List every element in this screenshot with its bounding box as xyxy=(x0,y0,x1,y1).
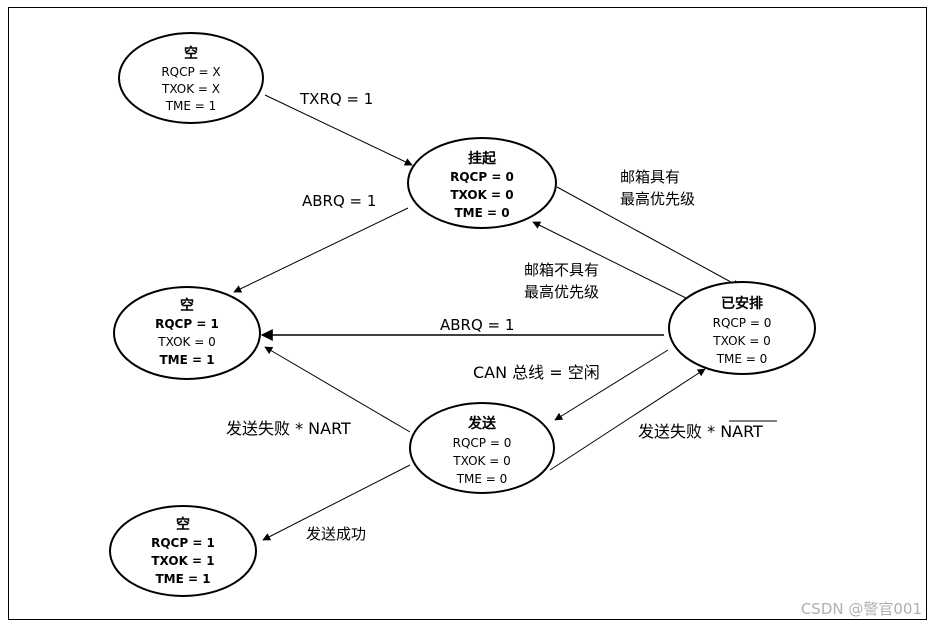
diagram-frame xyxy=(8,7,927,620)
label-highest-priority-2: 最高优先级 xyxy=(620,190,695,208)
label-abrq-scheduled: ABRQ = 1 xyxy=(440,316,514,334)
label-highest-priority-1: 邮箱具有 xyxy=(620,168,680,186)
state-line: TXOK = 0 xyxy=(450,188,513,202)
state-line: RQCP = 0 xyxy=(450,170,514,184)
label-not-highest-priority-2: 最高优先级 xyxy=(524,283,599,301)
state-line: TXOK = 0 xyxy=(712,334,770,348)
state-title: 发送 xyxy=(467,415,497,432)
state-line: TME = 0 xyxy=(456,472,508,486)
label-not-highest-priority-1: 邮箱不具有 xyxy=(524,261,599,279)
state-title: 已安排 xyxy=(721,295,763,312)
edges xyxy=(233,94,741,541)
state-pending: 挂起 RQCP = 0 TXOK = 0 TME = 0 xyxy=(407,137,557,229)
state-empty-bottom: 空 RQCP = 1 TXOK = 1 TME = 1 xyxy=(109,505,257,597)
label-can-idle: CAN 总线 = 空闲 xyxy=(473,363,600,382)
state-line: RQCP = X xyxy=(161,65,220,79)
state-title: 空 xyxy=(184,45,198,62)
edge-transmit-to-empty-success xyxy=(262,464,411,541)
label-success: 发送成功 xyxy=(306,525,366,543)
state-line: TXOK = 1 xyxy=(151,554,214,568)
state-line: TXOK = 0 xyxy=(452,454,510,468)
state-title: 挂起 xyxy=(468,150,497,167)
state-line: TXOK = 0 xyxy=(157,335,215,349)
label-txrq: TXRQ = 1 xyxy=(299,90,373,108)
edge-pending-to-scheduled xyxy=(556,186,741,288)
state-line: TME = 0 xyxy=(716,352,768,366)
label-fail-not-nart: 发送失败 * NART xyxy=(638,422,763,441)
label-fail-nart: 发送失败 * NART xyxy=(226,419,351,438)
edge-scheduled-to-transmit xyxy=(554,349,669,421)
label-fail-not-nart-overbar: NART xyxy=(720,422,763,441)
state-line: TME = 1 xyxy=(159,353,214,367)
state-empty-mid: 空 RQCP = 1 TXOK = 0 TME = 1 xyxy=(113,286,261,380)
state-line: RQCP = 0 xyxy=(713,316,772,330)
state-line: TME = 1 xyxy=(165,99,217,113)
edge-scheduled-to-pending xyxy=(532,221,695,303)
state-title: 空 xyxy=(176,516,190,533)
edge-pending-to-empty-abrq xyxy=(233,207,409,293)
state-line: TME = 0 xyxy=(454,206,509,220)
edge-transmit-to-scheduled xyxy=(549,368,706,471)
state-line: RQCP = 1 xyxy=(151,536,215,550)
label-abrq-pending: ABRQ = 1 xyxy=(302,192,376,210)
label-fail-not-nart-prefix: 发送失败 * xyxy=(638,422,720,441)
state-title: 空 xyxy=(180,297,194,314)
state-transmit: 发送 RQCP = 0 TXOK = 0 TME = 0 xyxy=(409,402,555,494)
state-line: RQCP = 0 xyxy=(453,436,512,450)
state-empty-top: 空 RQCP = X TXOK = X TME = 1 xyxy=(118,32,264,124)
state-line: TME = 1 xyxy=(155,572,210,586)
edge-empty-to-pending xyxy=(264,94,413,166)
state-line: TXOK = X xyxy=(161,82,220,96)
watermark-text: CSDN @警官001 xyxy=(800,600,922,618)
state-line: RQCP = 1 xyxy=(155,317,219,331)
edge-transmit-to-empty-fail xyxy=(264,346,411,433)
state-scheduled: 已安排 RQCP = 0 TXOK = 0 TME = 0 xyxy=(668,281,816,375)
